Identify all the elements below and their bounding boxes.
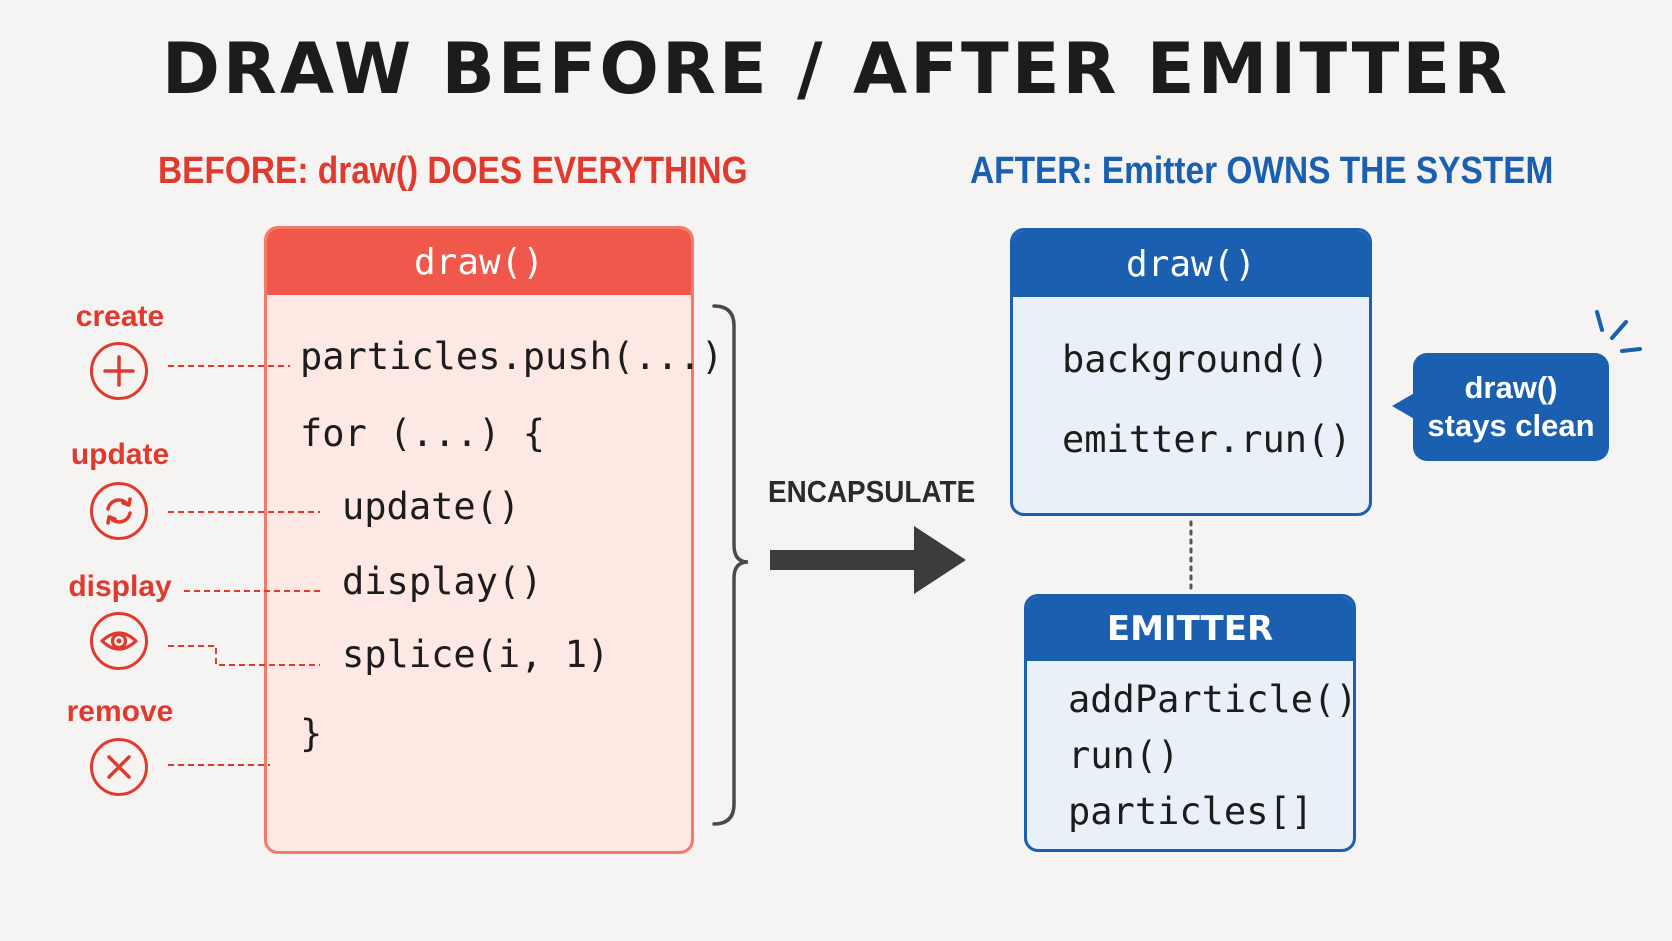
after-draw-box-title: draw() <box>1013 231 1369 297</box>
code-line-add-particle: addParticle() <box>1068 678 1358 721</box>
eye-icon <box>90 612 148 670</box>
encapsulate-label: ENCAPSULATE <box>768 474 976 509</box>
code-line-update: update() <box>342 485 521 528</box>
callout-pointer <box>1392 392 1416 420</box>
code-line-emitter-run: emitter.run() <box>1062 418 1352 461</box>
code-line-particles: particles[] <box>1068 790 1314 833</box>
code-line-background: background() <box>1062 338 1330 381</box>
dashed-connectors <box>168 365 320 766</box>
code-line-splice: splice(i, 1) <box>342 633 610 676</box>
close-icon <box>90 738 148 796</box>
callout-line-2: stays clean <box>1427 408 1595 443</box>
label-remove: remove <box>66 695 174 728</box>
code-line-display: display() <box>342 560 543 603</box>
label-display: display <box>68 570 172 603</box>
before-heading: BEFORE: draw() DOES EVERYTHING <box>158 150 748 192</box>
refresh-icon <box>90 482 148 540</box>
code-line-push: particles.push(...) <box>300 335 724 378</box>
after-heading: AFTER: Emitter OWNS THE SYSTEM <box>970 150 1554 192</box>
label-update: update <box>70 438 170 471</box>
code-line-for: for (...) { <box>300 412 546 455</box>
emphasis-marks <box>1595 310 1642 353</box>
emitter-box: EMITTER <box>1024 594 1356 852</box>
after-draw-box: draw() <box>1010 228 1372 516</box>
plus-icon <box>90 342 148 400</box>
before-draw-box-title: draw() <box>267 229 691 295</box>
code-line-close-brace: } <box>300 712 323 755</box>
label-create: create <box>75 300 165 333</box>
callout-line-1: draw() <box>1464 370 1558 405</box>
grouping-brace <box>712 304 749 826</box>
code-line-run: run() <box>1068 734 1180 777</box>
emitter-box-title: EMITTER <box>1027 597 1353 661</box>
before-draw-box: draw() <box>264 226 694 854</box>
stays-clean-callout: draw() stays clean <box>1413 353 1609 461</box>
encapsulate-arrow <box>770 526 966 594</box>
page-title: DRAW BEFORE / AFTER EMITTER <box>161 28 1511 110</box>
